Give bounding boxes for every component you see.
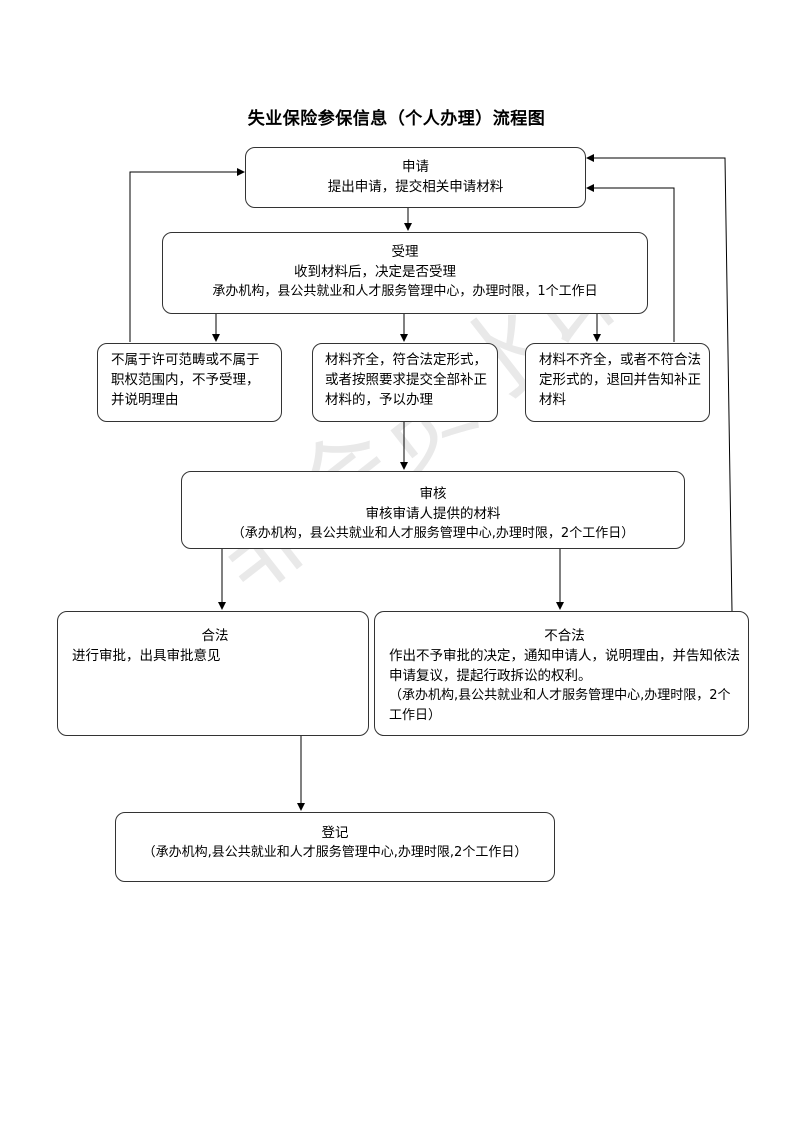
register-box: 登记 （承办机构,县公共就业和人才服务管理中心,办理时限,2个工作日） xyxy=(115,812,555,882)
accept-heading: 受理 xyxy=(391,244,419,260)
illegal-heading: 不合法 xyxy=(544,628,585,644)
review-text: 审核审请人提供的材料 xyxy=(365,506,501,522)
arrow-reject-to-apply xyxy=(129,168,245,342)
apply-box: 申请 提出申请，提交相关申请材料 xyxy=(245,147,586,208)
reject-box: 不属于许可范畴或不属于职权范围内，不予受理，并说明理由 xyxy=(97,343,282,422)
register-heading: 登记 xyxy=(321,825,349,841)
legal-text: 进行审批，出具审批意见 xyxy=(72,648,221,664)
register-text: （承办机构,县公共就业和人才服务管理中心,办理时限,2个工作日） xyxy=(142,845,528,860)
illegal-agency: （承办机构,县公共就业和人才服务管理中心,办理时限，2个工作日） xyxy=(389,688,731,723)
legal-box: 合法 进行审批，出具审批意见 xyxy=(57,611,369,736)
complete-text: 材料齐全，符合法定形式，或者按照要求提交全部补正材料的，予以办理 xyxy=(325,352,487,408)
review-box: 审核 审核审请人提供的材料 （承办机构，县公共就业和人才服务管理中心,办理时限，… xyxy=(181,471,685,549)
page-title: 失业保险参保信息（个人办理）流程图 xyxy=(247,109,546,129)
arrow-incomplete-to-apply xyxy=(586,184,675,342)
incomplete-text: 材料不齐全，或者不符合法定形式的，退回并告知补正材料 xyxy=(539,352,701,408)
reject-text: 不属于许可范畴或不属于职权范围内，不予受理，并说明理由 xyxy=(111,352,260,408)
accept-agency: 承办机构，县公共就业和人才服务管理中心，办理时限，1个工作日 xyxy=(212,284,598,299)
accept-box: 受理 收到材料后，决定是否受理 承办机构，县公共就业和人才服务管理中心，办理时限… xyxy=(162,232,648,314)
review-heading: 审核 xyxy=(419,486,447,502)
legal-heading: 合法 xyxy=(201,628,229,644)
accept-text: 收到材料后，决定是否受理 xyxy=(294,264,456,280)
apply-text: 提出申请，提交相关申请材料 xyxy=(327,179,504,195)
illegal-text: 作出不予审批的决定，通知申请人，说明理由，并告知依法申请复议，提起行政拆讼的权利… xyxy=(389,648,740,684)
complete-box: 材料齐全，符合法定形式，或者按照要求提交全部补正材料的，予以办理 xyxy=(312,343,498,422)
apply-heading: 申请 xyxy=(402,159,429,175)
incomplete-box: 材料不齐全，或者不符合法定形式的，退回并告知补正材料 xyxy=(525,343,710,422)
illegal-box: 不合法 作出不予审批的决定，通知申请人，说明理由，并告知依法申请复议，提起行政拆… xyxy=(374,611,749,736)
review-agency: （承办机构，县公共就业和人才服务管理中心,办理时限，2个工作日） xyxy=(231,526,635,541)
arrow-illegal-to-apply xyxy=(586,154,733,612)
